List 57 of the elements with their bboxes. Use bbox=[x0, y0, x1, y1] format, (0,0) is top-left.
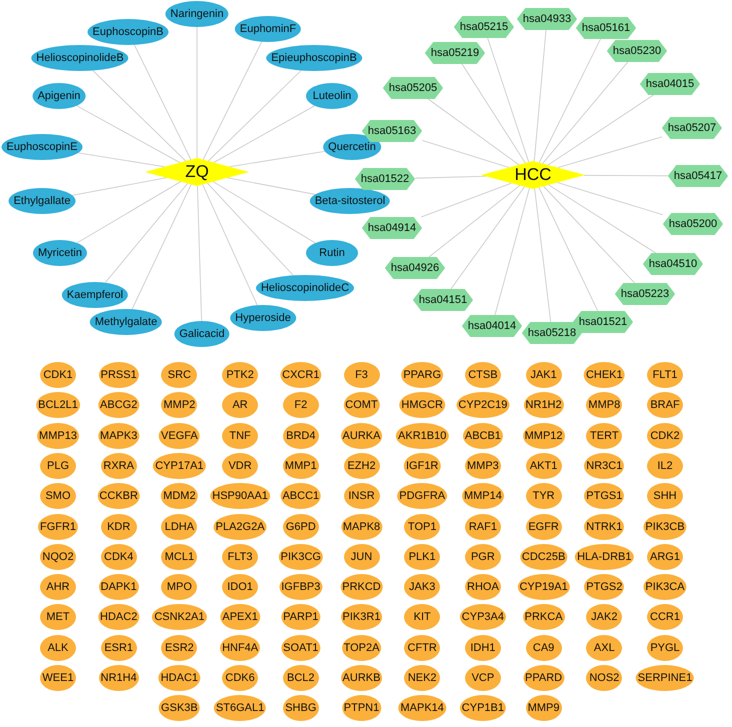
connector-line bbox=[538, 187, 598, 312]
connector-line bbox=[428, 98, 520, 166]
connector-line bbox=[534, 188, 552, 322]
connector-line bbox=[212, 181, 316, 244]
connector-line bbox=[534, 30, 546, 162]
connector-line bbox=[543, 186, 636, 284]
connector-line bbox=[76, 181, 182, 244]
pathway-hexagon: hsa05417 bbox=[668, 165, 728, 187]
connector-line bbox=[132, 184, 192, 310]
connector-line bbox=[76, 105, 180, 163]
connector-line bbox=[487, 38, 530, 163]
pathway-hexagon: hsa01522 bbox=[354, 168, 416, 190]
connector-line bbox=[72, 177, 167, 196]
pathway-hexagon: hsa05200 bbox=[662, 213, 724, 235]
pathway-hexagon: hsa05207 bbox=[662, 117, 722, 139]
connector-line bbox=[428, 185, 520, 258]
connector-line bbox=[583, 174, 668, 176]
pathway-hexagon: hsa05205 bbox=[382, 77, 444, 99]
pathway-hexagon: hsa04926 bbox=[384, 257, 446, 279]
connector-line bbox=[494, 188, 530, 316]
connector-line bbox=[414, 176, 486, 179]
connector-line bbox=[196, 26, 198, 158]
connector-line bbox=[104, 183, 188, 284]
pathway-hexagon: hsa04014 bbox=[462, 315, 522, 337]
connector-line bbox=[202, 184, 258, 306]
connector-line bbox=[556, 182, 664, 216]
connector-line bbox=[462, 64, 526, 164]
pathway-hexagon: hsa04151 bbox=[412, 289, 474, 311]
pathway-hexagon: hsa04510 bbox=[642, 253, 704, 275]
connector-line bbox=[422, 140, 510, 168]
connector-line bbox=[197, 185, 202, 322]
connector-line bbox=[450, 186, 525, 290]
pathway-hexagon: hsa05219 bbox=[424, 42, 486, 64]
connector-line bbox=[202, 41, 262, 160]
connector-line bbox=[78, 152, 165, 168]
pathway-hexagon: hsa05230 bbox=[606, 40, 668, 62]
connector-line bbox=[92, 70, 186, 162]
connector-line bbox=[557, 136, 662, 168]
connector-line bbox=[538, 38, 601, 164]
connector-line bbox=[208, 70, 302, 162]
connector-line bbox=[548, 184, 656, 254]
pathway-hexagon: hsa04015 bbox=[640, 73, 700, 95]
pathway-hexagon: hsa04914 bbox=[362, 217, 422, 239]
connector-line bbox=[207, 182, 294, 276]
connector-line bbox=[227, 177, 316, 195]
pathway-hexagon: hsa05223 bbox=[614, 283, 676, 305]
connector-line bbox=[213, 105, 316, 163]
connector-line bbox=[548, 94, 654, 166]
connector-line bbox=[420, 182, 512, 218]
connector-line bbox=[134, 44, 192, 160]
connector-line bbox=[229, 150, 326, 168]
pathway-hexagon: hsa05163 bbox=[362, 120, 422, 142]
pathway-hexagon: hsa04933 bbox=[516, 8, 578, 30]
pathway-hexagon: hsa05215 bbox=[454, 16, 514, 38]
pathway-hexagon: hsa05161 bbox=[576, 17, 636, 39]
pathway-hexagon: hsa05218 bbox=[522, 322, 582, 344]
connector-line bbox=[542, 62, 628, 164]
